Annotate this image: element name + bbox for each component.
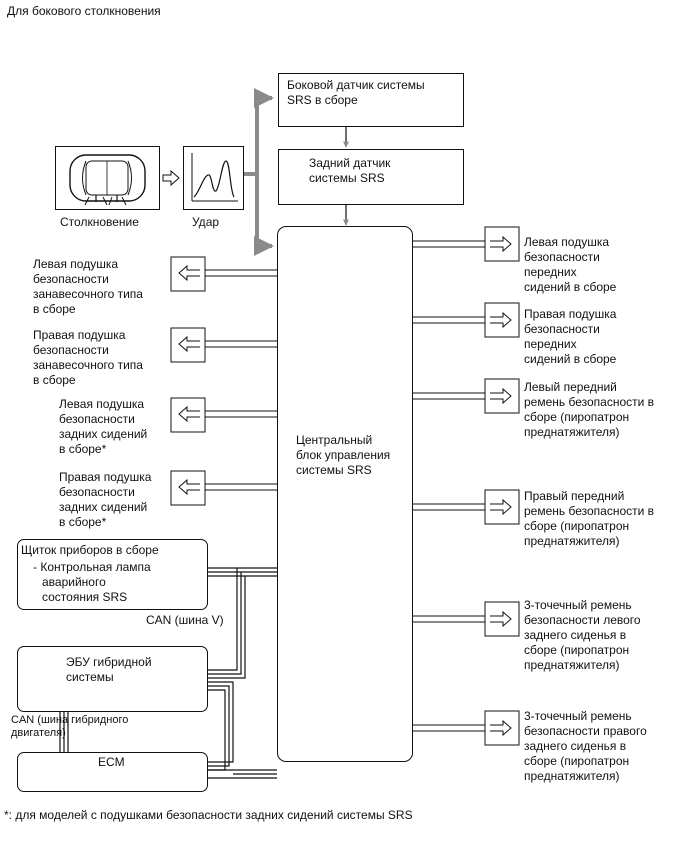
label-line: Левая подушка [59,397,145,411]
label-line: ремень безопасности в [524,395,655,409]
ecu-label-1: Центральный [296,433,373,447]
label-line: сборе (пиропатрон [524,519,630,533]
ecm-label: ECM [98,755,125,769]
label-line: Левый передний [524,380,617,394]
label-line: передних [524,265,577,279]
label-line: сборе (пиропатрон [524,410,630,424]
hybrid-ecu-box: ЭБУ гибридной системы [17,646,208,712]
label-line: Правая подушка [524,307,617,321]
hybrid-ecu-label-2: системы [66,670,114,684]
right-squib-icons [484,226,520,746]
page-title: Для бокового столкновения [7,4,161,18]
rear-sensor-label-2: системы SRS [309,171,385,185]
left-squib-icons [170,256,206,506]
label-line: безопасности [524,250,600,264]
can-v-bus-lines [208,567,277,679]
meter-title: Щиток приборов в сборе [21,543,159,557]
label-line: ремень безопасности в [524,504,655,518]
rear-sensor-box: Задний датчик системы SRS [278,149,464,205]
ecu-label-2: блок управления [296,448,391,462]
collision-label: Столкновение [60,215,139,229]
label-line: в сборе [33,302,76,316]
ecm-box: ECM [17,752,208,792]
label-line: сборе (пиропатрон [524,643,630,657]
can-hybrid-label-2: двигателя) [11,727,66,739]
left-output-lines [205,269,277,491]
hybrid-ecu-label-1: ЭБУ гибридной [66,655,152,669]
side-sensor-label-2: SRS в сборе [287,93,358,107]
label-line: в сборе* [59,515,107,529]
label-line: занавесочного типа [33,358,143,372]
label-line: преднатяжителя) [524,658,620,672]
can-hybrid-bus-lines [59,681,277,779]
label-line: безопасности [59,485,135,499]
right-output-lines [413,240,485,732]
label-line: в сборе* [59,442,107,456]
label-line: передних [524,337,577,351]
label-line: в сборе [33,373,76,387]
label-line: безопасности [33,272,109,286]
label-line: задних сидений [59,427,148,441]
meter-line-1: - Контрольная лампа [33,560,151,574]
impact-label: Удар [192,215,220,229]
label-line: заднего сиденья в [524,628,627,642]
collision-car-image [55,146,160,210]
label-line: безопасности правого [524,724,647,738]
label-line: безопасности [524,322,600,336]
car-top-view-icon [69,154,146,206]
label-line: Левая подушка [524,235,610,249]
label-line: Правая подушка [33,328,126,342]
label-line: преднатяжителя) [524,534,620,548]
label-line: сидений в сборе [524,280,617,294]
impact-signal-lines [244,88,274,256]
meter-assembly-box: Щиток приборов в сборе - Контрольная лам… [17,539,208,610]
label-line: заднего сиденья в [524,739,627,753]
label-line: Левая подушка [33,257,119,271]
side-sensor-label-1: Боковой датчик системы [287,78,425,92]
label-line: Правый передний [524,489,625,503]
side-sensor-box: Боковой датчик системы SRS в сборе [278,73,464,127]
srs-central-ecu: Центральный блок управления системы SRS [277,226,413,762]
label-line: Правая подушка [59,470,152,484]
label-line: безопасности [33,343,109,357]
label-line: сборе (пиропатрон [524,754,630,768]
label-line: безопасности левого [524,613,641,627]
can-hybrid-label-1: CAN (шина гибридного [11,714,129,726]
label-line: 3-точечный ремень [524,598,632,612]
impact-waveform-icon [191,153,238,202]
label-line: безопасности [59,412,135,426]
rear-sensor-label-1: Задний датчик [309,156,391,170]
label-line: задних сидений [59,500,148,514]
meter-line-2: аварийного [42,575,106,589]
collision-arrow-icon [162,169,180,187]
label-line: преднатяжителя) [524,425,620,439]
label-line: сидений в сборе [524,352,617,366]
label-line: 3-точечный ремень [524,709,632,723]
footnote: *: для моделей с подушками безопасности … [4,808,413,822]
label-line: занавесочного типа [33,287,143,301]
ecu-label-3: системы SRS [296,463,372,477]
can-v-label: CAN (шина V) [146,613,224,627]
label-line: преднатяжителя) [524,769,620,783]
meter-line-3: состояния SRS [42,590,128,604]
impact-graph [183,146,244,210]
